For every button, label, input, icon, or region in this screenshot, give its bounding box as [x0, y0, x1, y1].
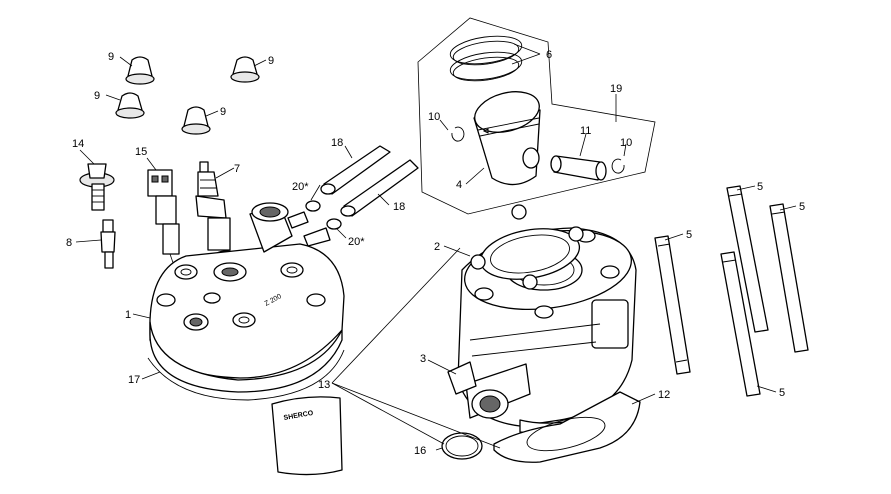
callout-16: 16	[414, 445, 426, 457]
callout-5: 5	[779, 387, 785, 399]
exhaust-o-ring	[441, 432, 483, 460]
stud-2	[726, 185, 769, 333]
callout-8: 8	[66, 237, 72, 249]
callout-9: 9	[268, 55, 274, 67]
stud-1	[654, 235, 691, 375]
piston	[473, 91, 541, 186]
callout-12: 12	[658, 389, 670, 401]
cap-nut-2	[115, 92, 145, 119]
callout-labels: 9 9 9 9 14 15 7 8 1 17 18 18 20* 20* 13 …	[66, 49, 805, 457]
callout-3: 3	[420, 353, 426, 365]
circlip-right	[611, 158, 625, 174]
callout-14: 14	[72, 138, 84, 150]
callout-10: 10	[428, 111, 440, 123]
thermostat	[79, 163, 115, 211]
hose-clamp-1	[305, 200, 321, 212]
spark-plug	[195, 161, 238, 262]
piston-kit-outline	[417, 17, 656, 215]
callout-1: 1	[125, 309, 131, 321]
stud-3	[720, 251, 761, 397]
cap-nut-1	[125, 56, 155, 85]
callout-15: 15	[135, 146, 147, 158]
callout-13: 13	[318, 379, 330, 391]
callout-9: 9	[94, 90, 100, 102]
callout-7: 7	[234, 163, 240, 175]
gasket-bag: SHERCO	[271, 396, 343, 476]
callout-20: 20*	[292, 181, 309, 193]
callout-9: 9	[108, 51, 114, 63]
callout-5: 5	[686, 229, 692, 241]
hose-clamp-2	[326, 218, 342, 230]
cylinder-head: Z 200	[149, 202, 345, 393]
head-o-ring	[147, 349, 345, 401]
piston-rings	[449, 35, 523, 82]
callout-19: 19	[610, 83, 622, 95]
piston-pin	[550, 155, 607, 181]
callout-11: 11	[580, 125, 591, 137]
callout-6: 6	[546, 49, 552, 61]
stud-4	[769, 203, 809, 353]
cap-nut-4	[181, 106, 211, 135]
base-gasket-bore	[526, 416, 606, 452]
callout-10: 10	[620, 137, 632, 149]
callout-9: 9	[220, 106, 226, 118]
callout-2: 2	[434, 241, 440, 253]
callout-18: 18	[393, 201, 405, 213]
callout-20: 20*	[348, 236, 365, 248]
callout-5: 5	[757, 181, 763, 193]
circlip-left	[451, 126, 465, 142]
callout-18: 18	[331, 137, 343, 149]
sensor-connector	[147, 169, 180, 255]
exhaust-o-ring-inner	[445, 435, 479, 457]
callout-17: 17	[128, 374, 140, 386]
callout-4: 4	[456, 179, 462, 191]
leader-lines	[75, 43, 797, 451]
temperature-sensor	[100, 219, 116, 269]
cylinder-head-gasket	[470, 204, 584, 290]
callout-5: 5	[799, 201, 805, 213]
hoses	[320, 145, 419, 217]
cap-nut-3	[230, 56, 260, 83]
base-gasket	[493, 391, 641, 463]
